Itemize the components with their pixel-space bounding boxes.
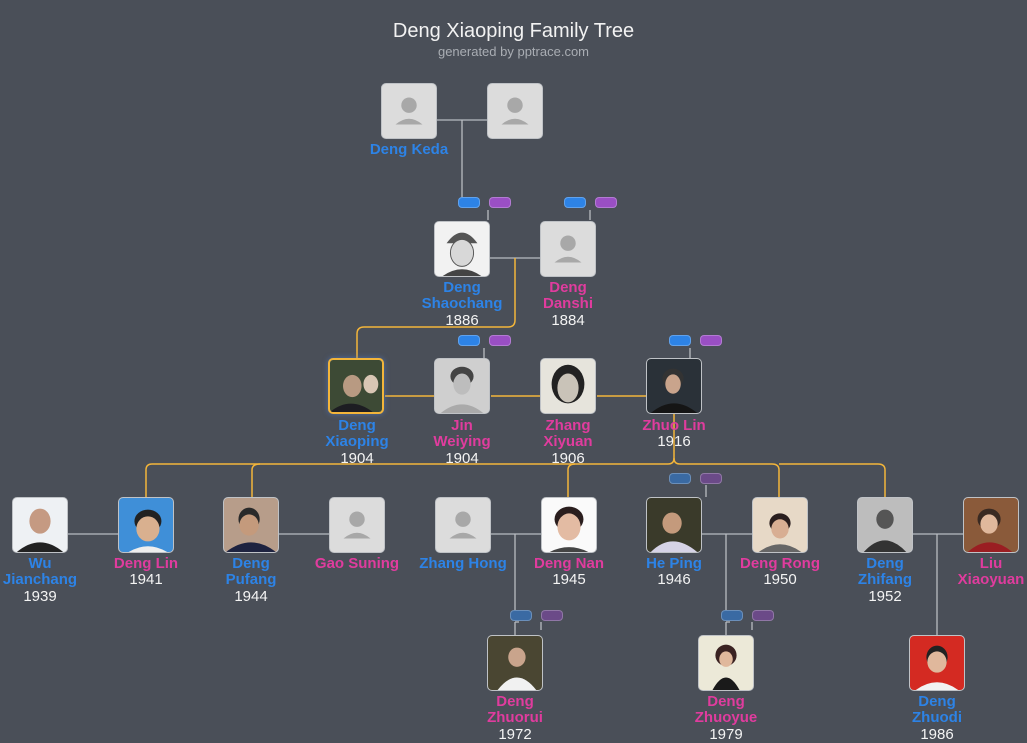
portrait-photo <box>435 359 489 413</box>
person-card-deng-xiaoping[interactable] <box>328 358 384 414</box>
add-son-button[interactable] <box>458 335 480 346</box>
birth-year: 1884 <box>551 312 585 329</box>
person-card-deng-nan[interactable] <box>541 497 597 553</box>
birth-year: 1946 <box>657 571 691 588</box>
person-card-deng-zhuoyue[interactable] <box>698 635 754 691</box>
person-name[interactable]: Gao Suning <box>314 555 400 572</box>
person-card-gao-suning[interactable] <box>329 497 385 553</box>
person-card-deng-lin[interactable] <box>118 497 174 553</box>
birth-year: 1950 <box>763 571 797 588</box>
add-daughter-button[interactable] <box>700 473 722 484</box>
person-card-zhang-xiyuan[interactable] <box>540 358 596 414</box>
person-card-zhang-hong[interactable] <box>435 497 491 553</box>
person-card-deng-zhifang[interactable] <box>857 497 913 553</box>
add-daughter-button[interactable] <box>489 335 511 346</box>
birth-year: 1886 <box>445 312 479 329</box>
person-name[interactable]: Zhuo Lin <box>642 417 706 434</box>
person-card-he-ping[interactable] <box>646 497 702 553</box>
portrait-photo <box>13 498 67 552</box>
person-placeholder-icon <box>343 511 371 539</box>
birth-year: 1945 <box>552 571 586 588</box>
sketch-portrait-icon <box>435 222 489 276</box>
birth-year: 1916 <box>657 433 691 450</box>
person-card-zhuo-lin[interactable] <box>646 358 702 414</box>
birth-year: 1952 <box>868 588 902 605</box>
person-card-deng-zhuodi[interactable] <box>909 635 965 691</box>
person-card-deng-keda[interactable] <box>381 83 437 139</box>
birth-year: 1906 <box>551 450 585 467</box>
portrait-photo <box>753 498 807 552</box>
birth-year: 1944 <box>234 588 268 605</box>
person-card-unknown-spouse[interactable] <box>487 83 543 139</box>
birth-year: 1904 <box>445 450 479 467</box>
person-card-deng-pufang[interactable] <box>223 497 279 553</box>
add-son-button[interactable] <box>510 610 532 621</box>
portrait-photo <box>224 498 278 552</box>
person-name[interactable]: Zhang Hong <box>419 555 507 572</box>
person-card-wu-jianchang[interactable] <box>12 497 68 553</box>
birth-year: 1939 <box>23 588 57 605</box>
person-card-deng-danshi[interactable] <box>540 221 596 277</box>
portrait-photo <box>964 498 1018 552</box>
person-placeholder-icon <box>449 511 477 539</box>
person-placeholder-icon <box>501 97 529 125</box>
add-daughter-button[interactable] <box>752 610 774 621</box>
person-name[interactable]: Deng Lin <box>113 555 179 572</box>
portrait-photo <box>858 498 912 552</box>
add-daughter-button[interactable] <box>595 197 617 208</box>
add-son-button[interactable] <box>669 473 691 484</box>
birth-year: 1941 <box>129 571 163 588</box>
add-son-button[interactable] <box>669 335 691 346</box>
portrait-photo <box>330 360 382 412</box>
person-name[interactable]: Deng Rong <box>740 555 820 572</box>
birth-year: 1986 <box>920 726 954 743</box>
person-name[interactable]: Deng Keda <box>369 141 449 158</box>
portrait-photo <box>488 636 542 690</box>
person-card-liu-xiaoyuan[interactable] <box>963 497 1019 553</box>
add-daughter-button[interactable] <box>541 610 563 621</box>
person-card-deng-rong[interactable] <box>752 497 808 553</box>
page-title: Deng Xiaoping Family Tree <box>392 20 635 42</box>
person-card-jin-weiying[interactable] <box>434 358 490 414</box>
person-name[interactable]: He Ping <box>646 555 702 572</box>
add-daughter-button[interactable] <box>700 335 722 346</box>
person-card-deng-shaochang[interactable] <box>434 221 490 277</box>
birth-year: 1904 <box>340 450 374 467</box>
page-subtitle: generated by pptrace.com <box>437 44 590 59</box>
portrait-photo <box>542 498 596 552</box>
add-son-button[interactable] <box>721 610 743 621</box>
person-placeholder-icon <box>554 235 582 263</box>
portrait-photo <box>541 359 595 413</box>
person-card-deng-zhuorui[interactable] <box>487 635 543 691</box>
add-daughter-button[interactable] <box>489 197 511 208</box>
portrait-photo <box>699 636 753 690</box>
portrait-photo <box>647 498 701 552</box>
person-name[interactable]: Deng Nan <box>533 555 604 572</box>
portrait-photo <box>910 636 964 690</box>
portrait-photo <box>119 498 173 552</box>
birth-year: 1979 <box>709 726 743 743</box>
portrait-photo <box>647 359 701 413</box>
add-son-button[interactable] <box>564 197 586 208</box>
person-placeholder-icon <box>395 97 423 125</box>
add-son-button[interactable] <box>458 197 480 208</box>
birth-year: 1972 <box>498 726 532 743</box>
